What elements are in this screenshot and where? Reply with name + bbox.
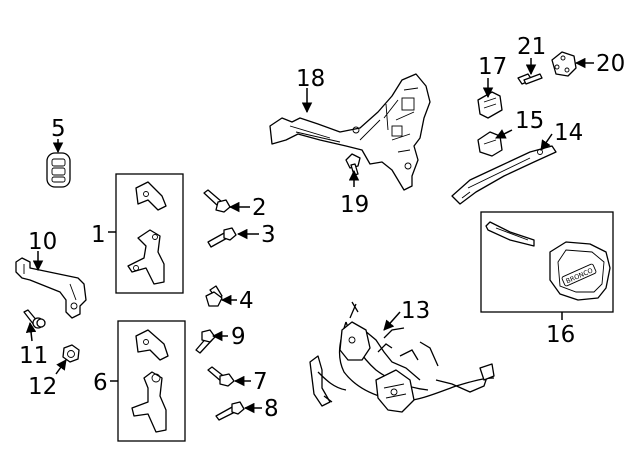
callout-18: 18 bbox=[296, 66, 325, 92]
callout-20: 20 bbox=[596, 51, 625, 77]
callout-19: 19 bbox=[340, 192, 369, 218]
callout-2: 2 bbox=[252, 195, 267, 221]
callout-15: 15 bbox=[515, 108, 544, 134]
callout-10: 10 bbox=[28, 229, 57, 255]
callout-11: 11 bbox=[19, 343, 48, 369]
group-frame-16 bbox=[480, 211, 614, 313]
part-bracket-17 bbox=[477, 91, 503, 119]
callout-17: 17 bbox=[478, 54, 507, 80]
part-outside-handle bbox=[451, 145, 557, 205]
callout-1: 1 bbox=[91, 222, 106, 248]
part-bolt-8 bbox=[215, 401, 245, 421]
callout-14: 14 bbox=[554, 120, 583, 146]
callout-13: 13 bbox=[401, 298, 430, 324]
callout-21: 21 bbox=[517, 34, 546, 60]
callout-12: 12 bbox=[28, 374, 57, 400]
callout-16: 16 bbox=[546, 322, 575, 348]
part-key-fob bbox=[46, 152, 71, 188]
group-frame-1 bbox=[115, 173, 184, 294]
callout-6: 6 bbox=[93, 370, 108, 396]
part-bolt-3 bbox=[207, 227, 237, 248]
callout-7: 7 bbox=[253, 369, 268, 395]
part-bolt-11 bbox=[23, 309, 46, 329]
part-screw-19 bbox=[345, 153, 361, 176]
part-key-and-remote: BRONCO bbox=[485, 221, 611, 301]
part-upper-hinge bbox=[127, 181, 167, 285]
callout-9: 9 bbox=[231, 324, 246, 350]
part-bolt-7 bbox=[207, 366, 235, 387]
part-door-check bbox=[15, 257, 87, 319]
callout-numbers: 1 2 3 4 5 6 7 8 9 10 11 12 13 14 15 16 1… bbox=[19, 34, 625, 422]
part-door-latch bbox=[269, 73, 431, 191]
part-lower-hinge bbox=[131, 329, 169, 433]
callout-4: 4 bbox=[239, 288, 254, 314]
part-bolt-2 bbox=[203, 189, 231, 213]
leader-lines bbox=[25, 57, 594, 414]
part-bolt-9 bbox=[195, 329, 216, 354]
part-wiring-harness bbox=[309, 301, 495, 413]
callout-3: 3 bbox=[261, 222, 276, 248]
part-bolt-4 bbox=[205, 285, 223, 307]
part-handle-cap-15 bbox=[477, 131, 503, 157]
part-striker-20 bbox=[551, 51, 577, 77]
part-nut-12 bbox=[62, 344, 80, 363]
callout-8: 8 bbox=[264, 396, 279, 422]
part-screw-21 bbox=[517, 73, 543, 85]
callout-5: 5 bbox=[51, 116, 66, 142]
